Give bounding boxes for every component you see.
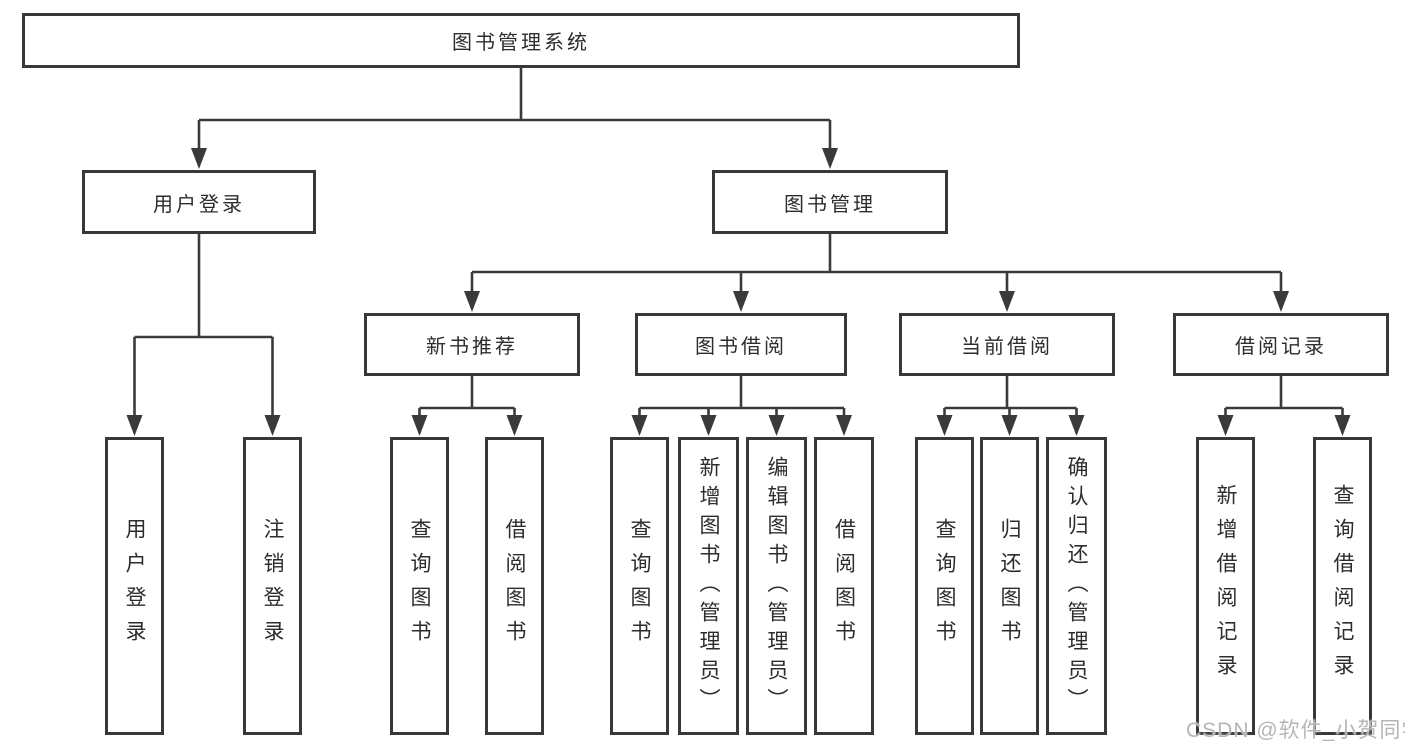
node-leaf-bw-query: 查询图书 xyxy=(610,437,669,735)
arrowhead-icon xyxy=(631,415,648,436)
arrowhead-icon xyxy=(1334,415,1351,436)
arrowhead-icon xyxy=(999,291,1015,312)
node-label: 借阅图书 xyxy=(503,518,526,654)
connector-path xyxy=(133,68,1344,417)
arrowhead-icon xyxy=(700,415,717,436)
arrowhead-icon xyxy=(836,415,852,436)
node-label: 查询借阅记录 xyxy=(1331,484,1354,688)
arrowhead-icon xyxy=(733,291,749,312)
arrowhead-icon xyxy=(126,415,143,436)
node-label: 图书管理系统 xyxy=(452,32,590,54)
node-current: 当前借阅 xyxy=(899,313,1115,376)
node-leaf-user-login: 用户登录 xyxy=(105,437,164,735)
node-root: 图书管理系统 xyxy=(22,13,1020,68)
node-borrow: 图书借阅 xyxy=(635,313,847,376)
node-leaf-nb-borrow: 借阅图书 xyxy=(485,437,544,735)
node-label: 查询图书 xyxy=(628,518,651,654)
node-leaf-bw-edit: 编辑图书（管理员） xyxy=(746,437,807,735)
arrowhead-icon xyxy=(191,148,207,169)
node-label: 新增借阅记录 xyxy=(1214,484,1237,688)
node-label: 图书借阅 xyxy=(695,336,787,358)
node-label: 查询图书 xyxy=(408,518,431,654)
node-label: 借阅记录 xyxy=(1235,336,1327,358)
node-leaf-nb-query: 查询图书 xyxy=(390,437,449,735)
node-mgmt: 图书管理 xyxy=(712,170,948,234)
arrowhead-icon xyxy=(411,415,428,436)
node-leaf-bw-add: 新增图书（管理员） xyxy=(678,437,739,735)
arrowhead-icon xyxy=(1273,291,1289,312)
node-leaf-cur-return: 归还图书 xyxy=(980,437,1039,735)
node-label: 新增图书（管理员） xyxy=(697,455,720,717)
node-label: 归还图书 xyxy=(998,518,1021,654)
arrowhead-icon xyxy=(1068,415,1085,436)
arrowhead-icon xyxy=(822,148,838,169)
node-label: 注销登录 xyxy=(261,518,284,654)
node-label: 用户登录 xyxy=(123,518,146,654)
node-label: 当前借阅 xyxy=(961,336,1053,358)
node-leaf-bw-borrow: 借阅图书 xyxy=(814,437,874,735)
node-login: 用户登录 xyxy=(82,170,316,234)
node-label: 编辑图书（管理员） xyxy=(765,455,788,717)
node-leaf-rec-query: 查询借阅记录 xyxy=(1313,437,1372,735)
node-label: 查询图书 xyxy=(933,518,956,654)
node-records: 借阅记录 xyxy=(1173,313,1389,376)
watermark: CSDN @软件_小贺同学 xyxy=(1186,719,1405,742)
node-label: 确认归还（管理员） xyxy=(1065,455,1088,717)
node-leaf-cur-confirm: 确认归还（管理员） xyxy=(1046,437,1107,735)
node-label: 用户登录 xyxy=(153,193,245,216)
node-label: 图书管理 xyxy=(784,193,876,216)
arrowhead-icon xyxy=(1001,415,1018,436)
arrowhead-icon xyxy=(1217,415,1234,436)
arrowhead-icon xyxy=(768,415,785,436)
arrowhead-icon xyxy=(464,291,480,312)
node-leaf-logout: 注销登录 xyxy=(243,437,302,735)
arrowhead-icon xyxy=(506,415,523,436)
node-label: 新书推荐 xyxy=(426,336,518,358)
node-leaf-rec-add: 新增借阅记录 xyxy=(1196,437,1255,735)
node-label: 借阅图书 xyxy=(832,518,856,654)
arrowhead-icon xyxy=(936,415,953,436)
node-leaf-cur-query: 查询图书 xyxy=(915,437,974,735)
node-newbook: 新书推荐 xyxy=(364,313,580,376)
arrowhead-icon xyxy=(264,415,281,436)
